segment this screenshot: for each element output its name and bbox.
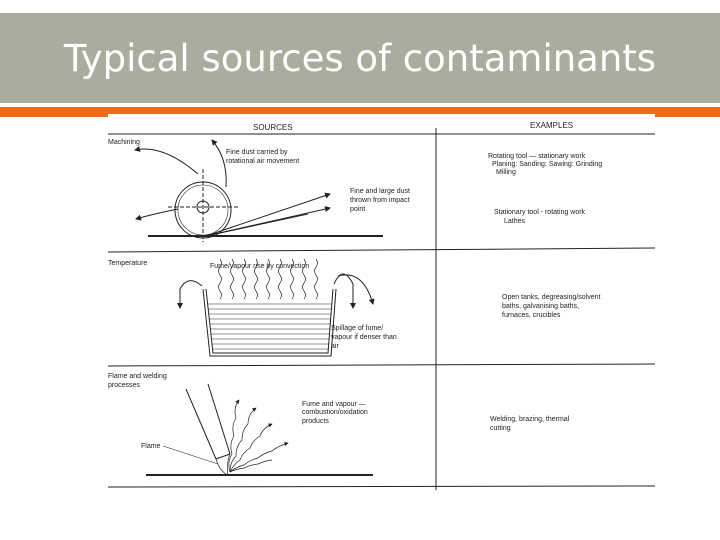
welding-torch-illustration	[146, 383, 373, 476]
source-label: Temperature	[108, 260, 147, 267]
table-grid	[107, 128, 656, 490]
contaminant-sources-figure: SOURCES EXAMPLES Machining Fine dust car…	[107, 114, 656, 490]
accent-bar	[0, 107, 720, 117]
svg-text:Fume/vapour rise by convection: Fume/vapour rise by convection	[210, 263, 309, 270]
header-sources: SOURCES	[253, 123, 293, 132]
open-tank-illustration	[177, 258, 375, 357]
grinding-wheel-illustration	[134, 139, 383, 242]
header-examples: EXAMPLES	[530, 121, 573, 130]
source-label: Machining	[108, 139, 140, 146]
slide-title: Typical sources of contaminants	[63, 37, 657, 80]
svg-text:Fume and vapour —combustion/ox: Fume and vapour —combustion/oxidationpro…	[302, 401, 368, 425]
title-band	[0, 13, 720, 103]
svg-text:Spillage of fume/vapour if den: Spillage of fume/vapour if denser thanai…	[331, 325, 397, 350]
svg-text:Flame: Flame	[141, 443, 161, 450]
row-temperature: Temperature	[108, 258, 601, 357]
